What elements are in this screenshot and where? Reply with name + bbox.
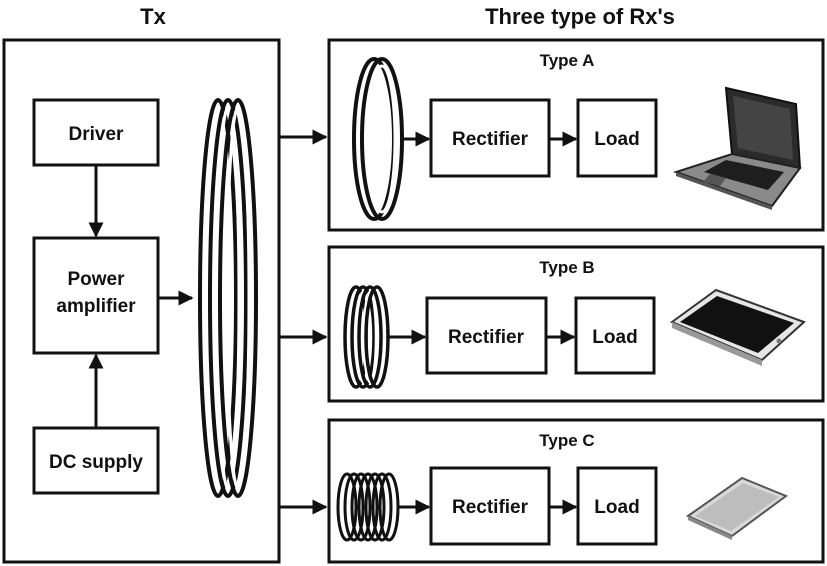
type-a-label: Type A	[540, 51, 595, 70]
driver-label: Driver	[69, 124, 125, 145]
type-a-coil-icon	[352, 57, 404, 221]
type-c-load-label: Load	[594, 497, 639, 518]
type-a-panel	[327, 38, 825, 232]
tx-coil-icon	[198, 98, 258, 498]
laptop-icon	[672, 86, 802, 210]
type-b-panel	[327, 245, 825, 403]
type-b-coil-icon	[343, 285, 390, 389]
type-b-rectifier-label: Rectifier	[448, 327, 525, 348]
type-c-panel	[327, 418, 825, 564]
type-c-rectifier-label: Rectifier	[452, 497, 529, 518]
type-b-load-label: Load	[592, 327, 637, 348]
smartphone-icon	[685, 476, 789, 540]
type-b-label: Type B	[539, 258, 594, 277]
type-a-load-block	[576, 98, 658, 178]
tx-panel	[2, 38, 281, 564]
type-c-label: Type C	[539, 431, 594, 450]
tablet-icon	[669, 288, 806, 366]
type-b-load-block	[574, 296, 656, 375]
type-a-rectifier-label: Rectifier	[452, 129, 529, 150]
type-a-load-label: Load	[594, 129, 639, 150]
type-c-coil-icon	[336, 472, 400, 542]
rx-title: Three type of Rx's	[485, 4, 675, 29]
power-amplifier-label-2: amplifier	[56, 296, 136, 317]
dc-supply-label: DC supply	[49, 452, 143, 473]
type-c-load-block	[576, 466, 658, 546]
tx-title: Tx	[140, 4, 166, 29]
power-amplifier-block	[32, 236, 160, 355]
power-amplifier-label-1: Power	[67, 269, 125, 290]
